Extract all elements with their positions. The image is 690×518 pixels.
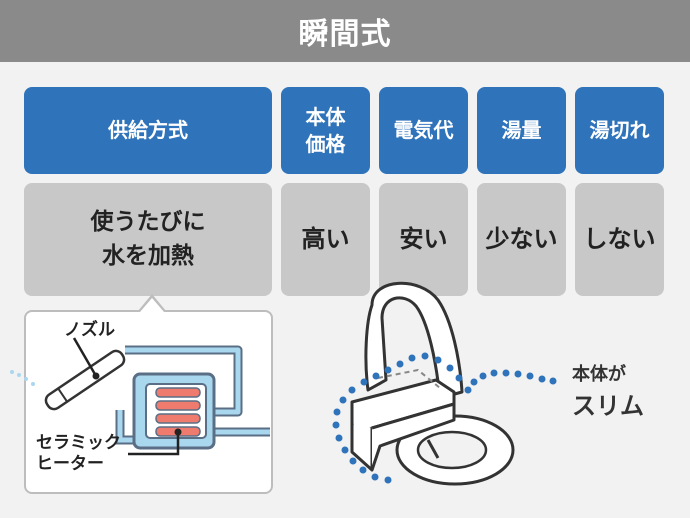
value-unit-price: 高い (281, 183, 370, 296)
slim-body-caption: 本体が スリム (572, 360, 644, 421)
heater-label: セラミック ヒーター (36, 433, 121, 475)
slim-caption-line2: スリム (572, 392, 644, 420)
value-electricity-cost: 安い (379, 183, 468, 296)
nozzle-label: ノズル (64, 320, 115, 340)
value-hot-water-volume: 少ない (477, 183, 566, 296)
page-title: 瞬間式 (0, 0, 690, 62)
header-hot-water-volume: 湯量 (477, 87, 566, 174)
value-run-out: しない (575, 183, 664, 296)
header-electricity-cost: 電気代 (379, 87, 468, 174)
header-unit-price: 本体 価格 (281, 87, 370, 174)
header-supply-method: 供給方式 (24, 87, 272, 174)
slim-caption-line1: 本体が (572, 364, 626, 385)
value-supply-method: 使うたびに 水を加熱 (24, 183, 272, 296)
header-run-out: 湯切れ (575, 87, 664, 174)
